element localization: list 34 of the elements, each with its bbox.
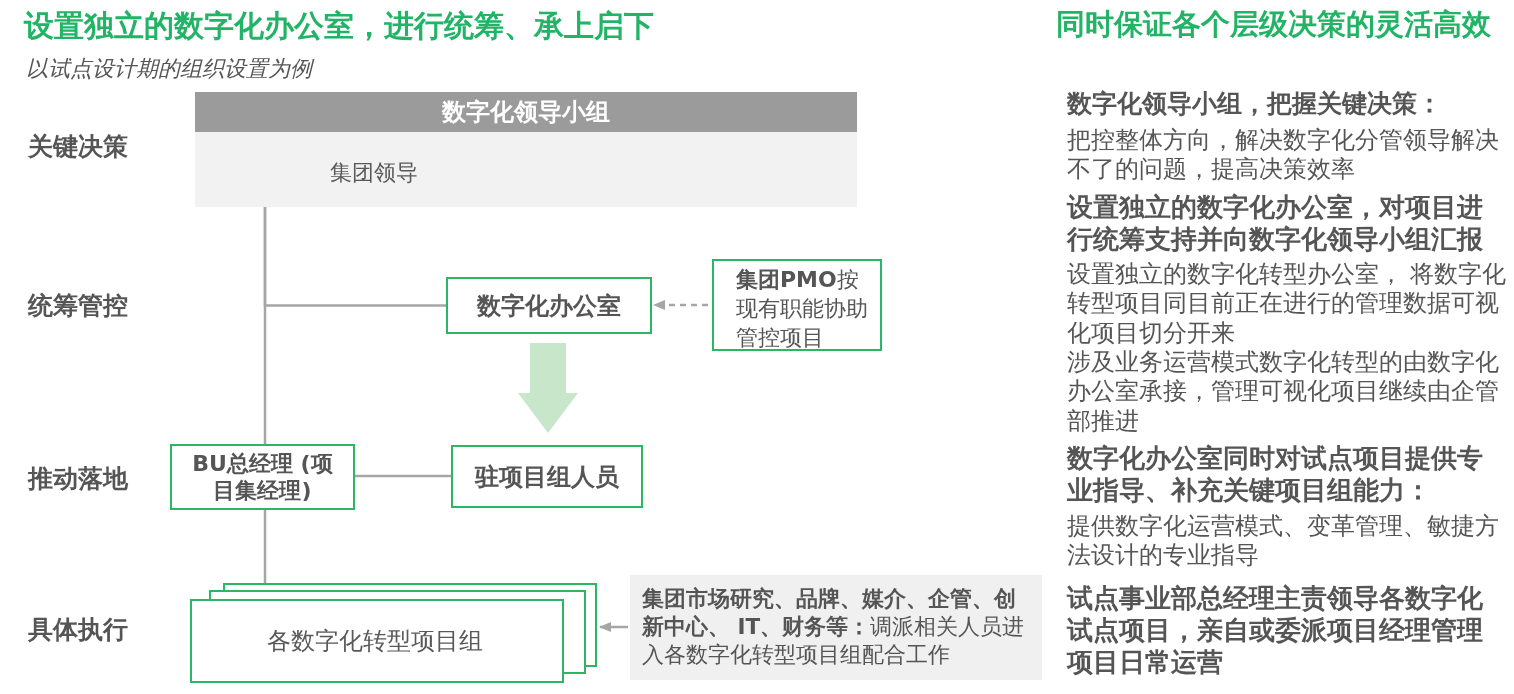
panel-header: 数字化领导小组: [195, 92, 857, 132]
body-text: 把控整体方向，解决数字化分管领导解决不了的问题，提高决策效率: [1067, 126, 1500, 185]
box-label: BU总经理 (项目集经理): [191, 449, 334, 505]
body-text: 提供数字化运营模式、变革管理、敏捷方法设计的专业指导: [1067, 512, 1500, 571]
section-heading: 试点事业部总经理主责领导各数字化试点项目，亲自或委派项目经理管理项目日常运营: [1067, 583, 1484, 679]
member-label: 集团领导: [330, 159, 418, 187]
row-label: 统筹管控: [28, 290, 129, 322]
connector-line: [263, 207, 267, 444]
row-label: 推动落地: [28, 463, 129, 495]
section-heading: 数字化办公室同时对试点项目提供专业指导、补充关键项目组能力：: [1067, 443, 1484, 507]
box-label: 各数字化转型项目组: [266, 626, 484, 657]
row-label: 具体执行: [28, 614, 129, 646]
note-text: 集团PMO按现有职能协助管控项目: [736, 266, 869, 352]
note-box: [712, 259, 882, 351]
heading: 同时保证各个层级决策的灵活高效: [1056, 6, 1492, 43]
box-label: 驻项目组人员: [475, 461, 619, 492]
block-arrow: [518, 343, 578, 433]
note-text: 集团市场研究、品牌、媒介、企管、创新中心、 IT、财务等：调派相关人员进入各数字化转型项目组配合工作: [642, 585, 1026, 669]
row-label: 关键决策: [28, 131, 129, 163]
box-label: 数字化办公室: [477, 290, 621, 321]
process-box: [170, 444, 355, 510]
subtitle: 以试点设计期的组织设置为例: [26, 55, 426, 83]
process-box: [451, 445, 643, 508]
body-text: 涉及业务运营模式数字化转型的由数字化办公室承接，管理可视化项目继续由企管部推进: [1067, 348, 1500, 437]
heading: 设置独立的数字化办公室，进行统筹、承上启下: [24, 7, 654, 45]
arrow: [599, 622, 628, 632]
body-text: 设置独立的数字化转型办公室， 将数字化转型项目同目前正在进行的管理数据可视化项目切分开来: [1067, 260, 1507, 349]
section-heading: 数字化领导小组，把握关键决策：: [1067, 88, 1443, 120]
connector-line: [355, 474, 451, 478]
process-box: [446, 277, 652, 334]
group-panel: [195, 92, 857, 207]
dashed-arrow: [653, 300, 708, 310]
section-heading: 设置独立的数字化办公室，对项目进行统筹支持并向数字化领导小组汇报: [1067, 192, 1484, 256]
connector-line: [263, 510, 267, 583]
